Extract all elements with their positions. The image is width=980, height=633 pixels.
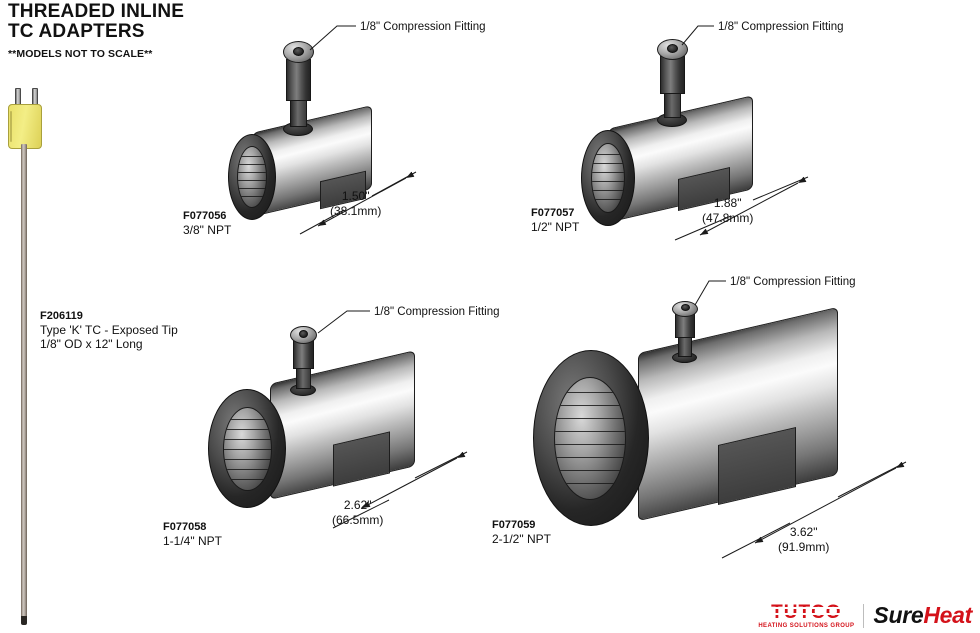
callout-f077059: 1/8" Compression Fitting: [730, 276, 856, 288]
tc-connector-body: [8, 104, 42, 149]
cf-port-hole: [299, 330, 308, 338]
dimension-mm: (38.1mm): [330, 204, 382, 218]
adapter-part-number: F077058: [163, 521, 207, 533]
adapter-thread-size: 1/2" NPT: [531, 220, 580, 234]
cf-port-hole: [293, 47, 304, 56]
leader-f077057: [681, 25, 714, 46]
page-title-line2: TC ADAPTERS: [8, 21, 145, 42]
adapter-threaded-bore: [223, 407, 272, 491]
tc-label-block: F206119 Type 'K' TC - Exposed Tip 1/8" O…: [40, 310, 178, 351]
tc-exposed-tip: [21, 616, 27, 625]
tc-description-line2: 1/8" OD x 12" Long: [40, 337, 143, 351]
adapter-threaded-bore: [554, 377, 626, 500]
cf-port-hole: [667, 44, 678, 53]
adapter-thread-size: 2-1/2" NPT: [492, 532, 551, 546]
ext-line-f077058-a: [414, 451, 468, 479]
adapter-part-number: F077056: [183, 210, 227, 222]
tc-description-line1: Type 'K' TC - Exposed Tip: [40, 323, 178, 337]
adapter-thread-size: 3/8" NPT: [183, 223, 232, 237]
dimension-f077056: 1.50" (38.1mm): [330, 189, 381, 219]
adapter-part-number: F077059: [492, 519, 536, 531]
dimension-mm: (66.5mm): [332, 513, 384, 527]
dimension-f077059: 3.62" (91.9mm): [778, 525, 829, 555]
cf-hex-nut: [286, 59, 311, 101]
tc-probe-sheath: [21, 144, 27, 620]
tc-part-number: F206119: [40, 310, 83, 322]
ext-line-f077059-a: [837, 461, 907, 498]
callout-f077057: 1/8" Compression Fitting: [718, 21, 844, 33]
tutco-tagline: HEATING SOLUTIONS GROUP: [758, 622, 855, 629]
cf-neck: [290, 97, 307, 127]
label-block-f077057: F077057 1/2" NPT: [531, 207, 579, 234]
cf-hex-nut: [660, 56, 685, 94]
sureheat-logo: SureHeat: [873, 602, 972, 629]
adapter-threaded-bore: [591, 143, 625, 213]
cf-port-hole: [681, 304, 690, 311]
leader-f077058: [317, 310, 370, 334]
page-title-line1: THREADED INLINE: [8, 1, 185, 22]
dimension-f077058: 2.62" (66.5mm): [332, 498, 383, 528]
tutco-logo: TUTCO HEATING SOLUTIONS GROUP: [758, 603, 854, 629]
dimension-inches: 1.88": [713, 196, 742, 210]
dimension-inches: 3.62": [789, 525, 818, 539]
sureheat-part-heat: Heat: [923, 602, 972, 628]
callout-f077058: 1/8" Compression Fitting: [374, 306, 500, 318]
adapter-threaded-bore: [237, 146, 267, 208]
dimension-inches: 1.50": [341, 189, 370, 203]
callout-f077056: 1/8" Compression Fitting: [360, 21, 486, 33]
ext-line-f077057-a: [752, 176, 809, 201]
dimension-mm: (91.9mm): [778, 540, 830, 554]
adapter-thread-size: 1-1/4" NPT: [163, 534, 222, 548]
cf-neck: [664, 90, 681, 118]
leader-f077059: [694, 280, 726, 306]
label-block-f077056: F077056 3/8" NPT: [183, 210, 231, 237]
adapter-part-number: F077057: [531, 207, 575, 219]
label-block-f077059: F077059 2-1/2" NPT: [492, 519, 551, 546]
logo-divider: [863, 603, 865, 628]
dimension-mm: (47.8mm): [702, 211, 754, 225]
sureheat-part-sure: Sure: [873, 602, 924, 628]
dimension-f077057: 1.88" (47.8mm): [702, 196, 753, 226]
label-block-f077058: F077058 1-1/4" NPT: [163, 521, 222, 548]
scale-disclaimer: **MODELS NOT TO SCALE**: [8, 48, 153, 60]
company-logo: TUTCO HEATING SOLUTIONS GROUP SureHeat: [758, 602, 972, 629]
title-block: THREADED INLINE TC ADAPTERS **MODELS NOT…: [8, 1, 268, 61]
dimension-inches: 2.62": [343, 498, 372, 512]
leader-f077056: [309, 25, 356, 51]
tutco-wordmark: TUTCO: [770, 601, 844, 623]
